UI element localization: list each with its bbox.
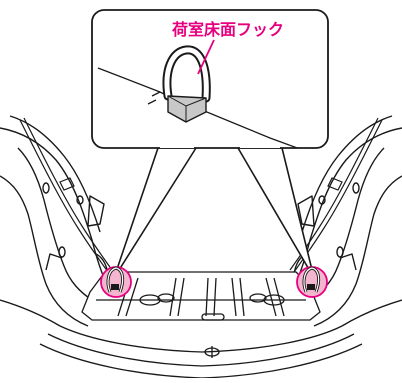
cargo-floor [39, 271, 363, 379]
callout-label-cargo-floor-hook: 荷室床面フック [171, 20, 284, 39]
callout-bubble [91, 9, 329, 279]
callout-pointer-right [237, 147, 315, 279]
vehicle-body [0, 115, 402, 327]
d-ring-hook-icon [162, 45, 211, 123]
hook-highlight-left [100, 266, 132, 298]
callout-pointer-left [113, 147, 197, 279]
callout-leader-line [197, 39, 215, 75]
hook-highlight-right [296, 266, 328, 298]
